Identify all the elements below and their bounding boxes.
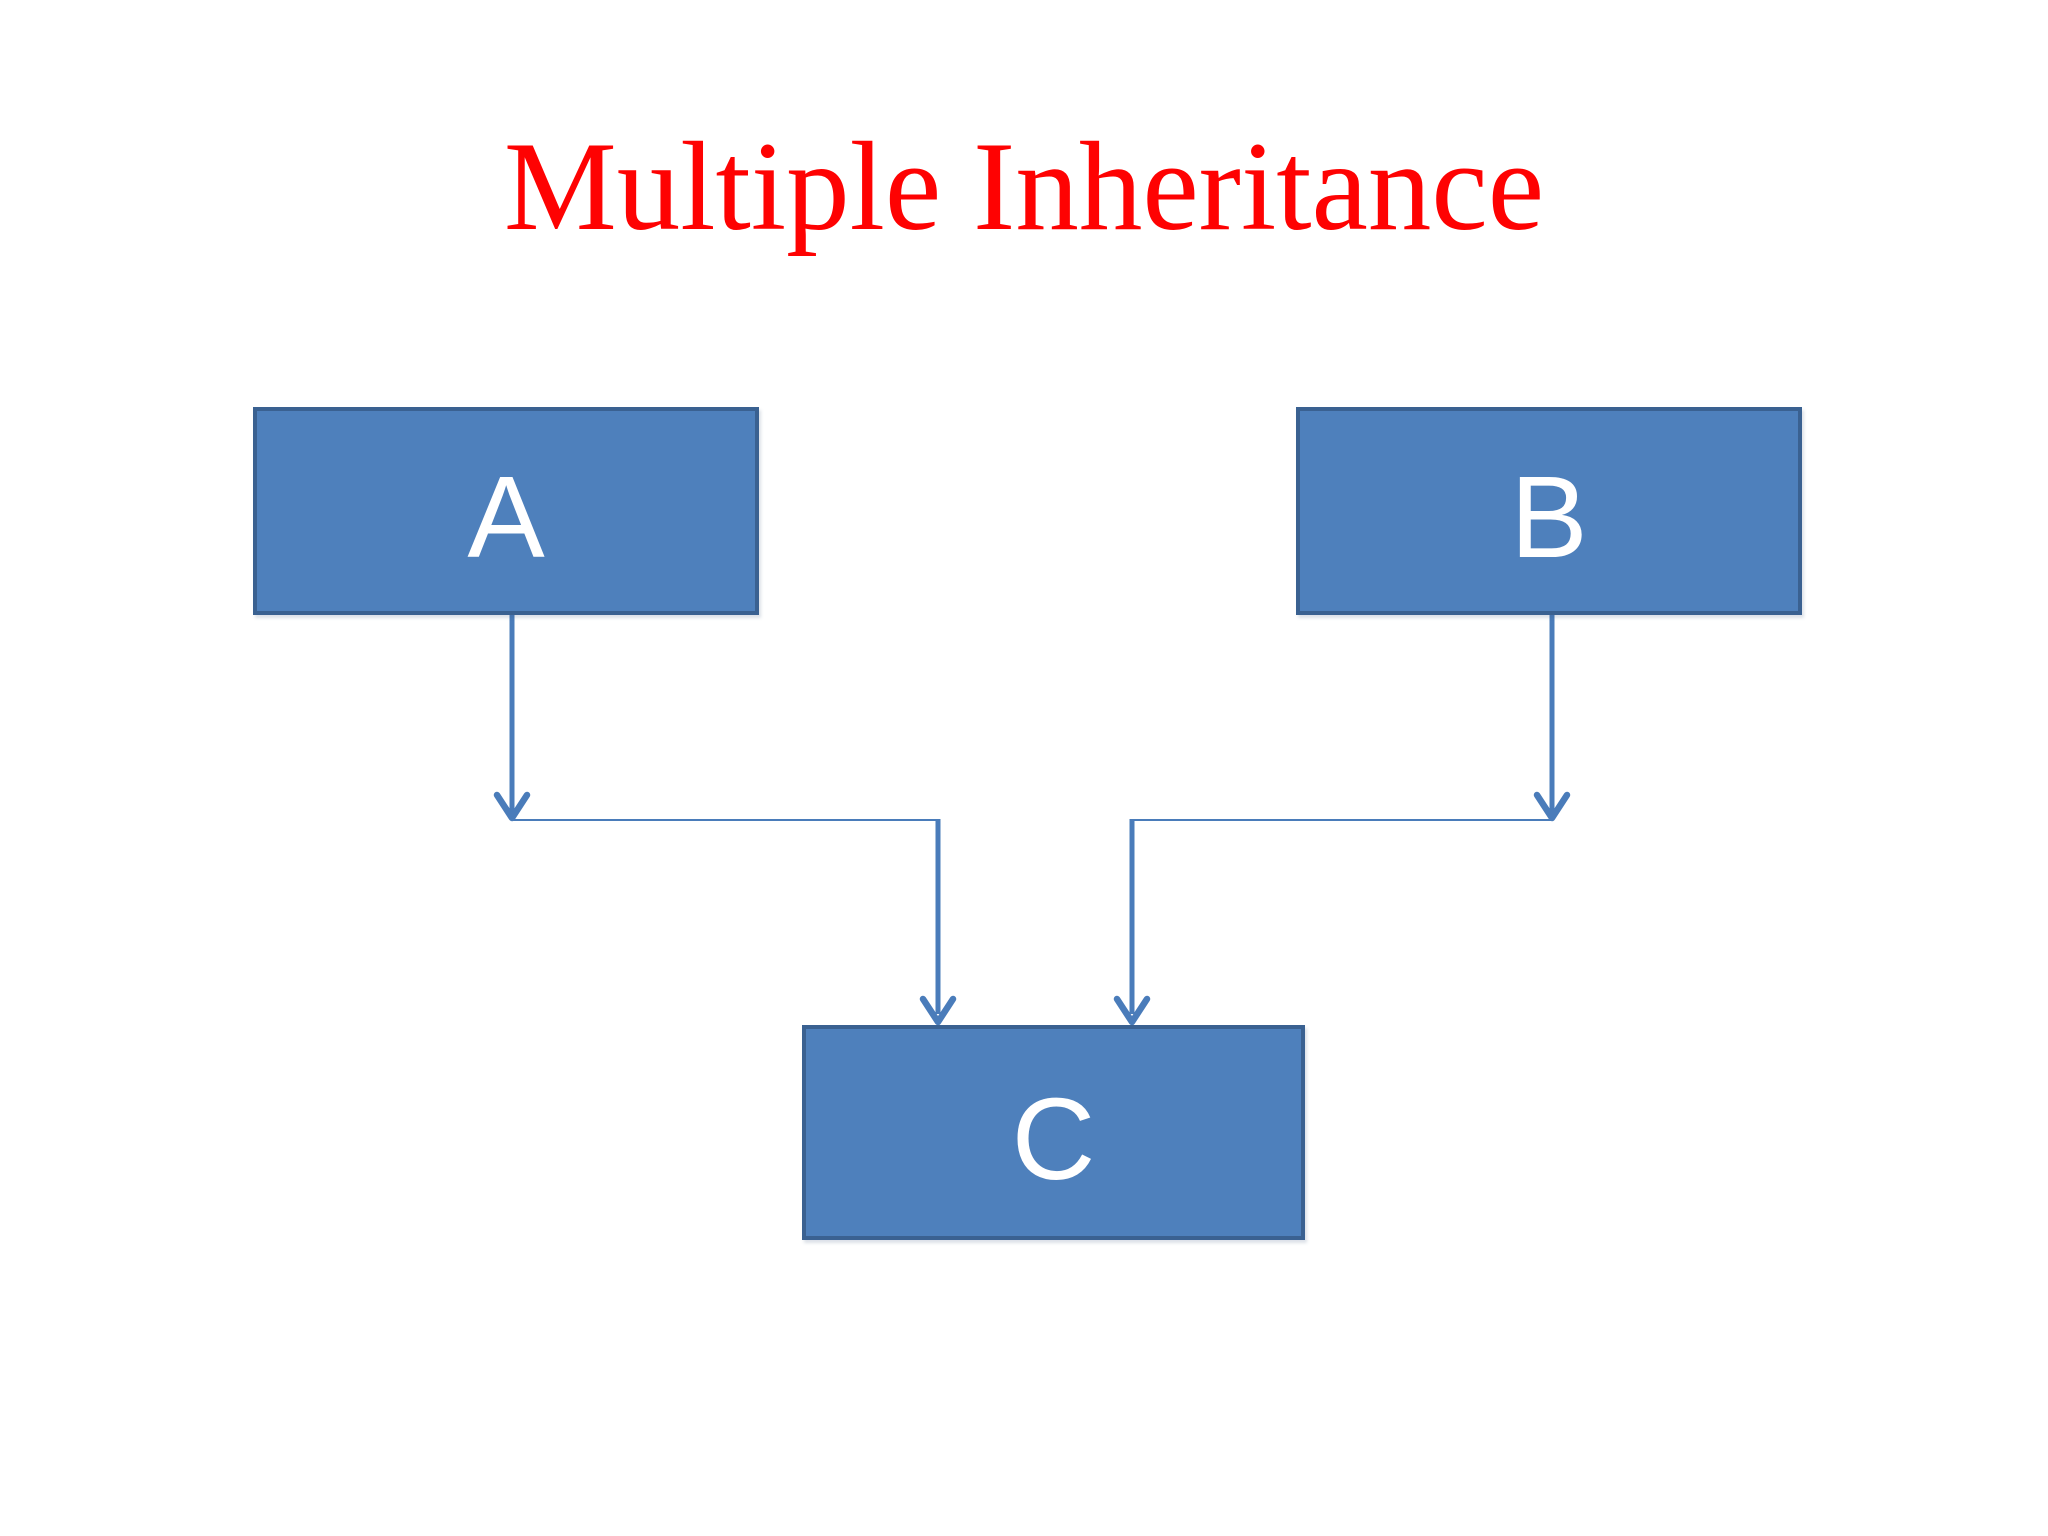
edge-b-to-c-elbow bbox=[1113, 819, 1553, 1026]
edge-b-down-arrow bbox=[1533, 615, 1571, 822]
edge-a-down-arrow bbox=[493, 615, 531, 822]
node-a: A bbox=[253, 407, 759, 615]
edge-a-arrowhead-icon bbox=[493, 791, 531, 822]
node-b-label: B bbox=[1510, 452, 1588, 582]
node-c-label: C bbox=[1011, 1073, 1096, 1204]
edge-b-to-c-arrowhead-icon bbox=[1113, 995, 1151, 1026]
node-a-label: A bbox=[467, 452, 545, 582]
edge-b-arrowhead-icon bbox=[1533, 791, 1571, 822]
slide-title: Multiple Inheritance bbox=[503, 117, 1545, 257]
edge-a-to-c-elbow bbox=[511, 819, 957, 1026]
node-b: B bbox=[1296, 407, 1802, 615]
node-c: C bbox=[802, 1025, 1305, 1240]
edge-a-to-c-arrowhead-icon bbox=[919, 995, 957, 1026]
